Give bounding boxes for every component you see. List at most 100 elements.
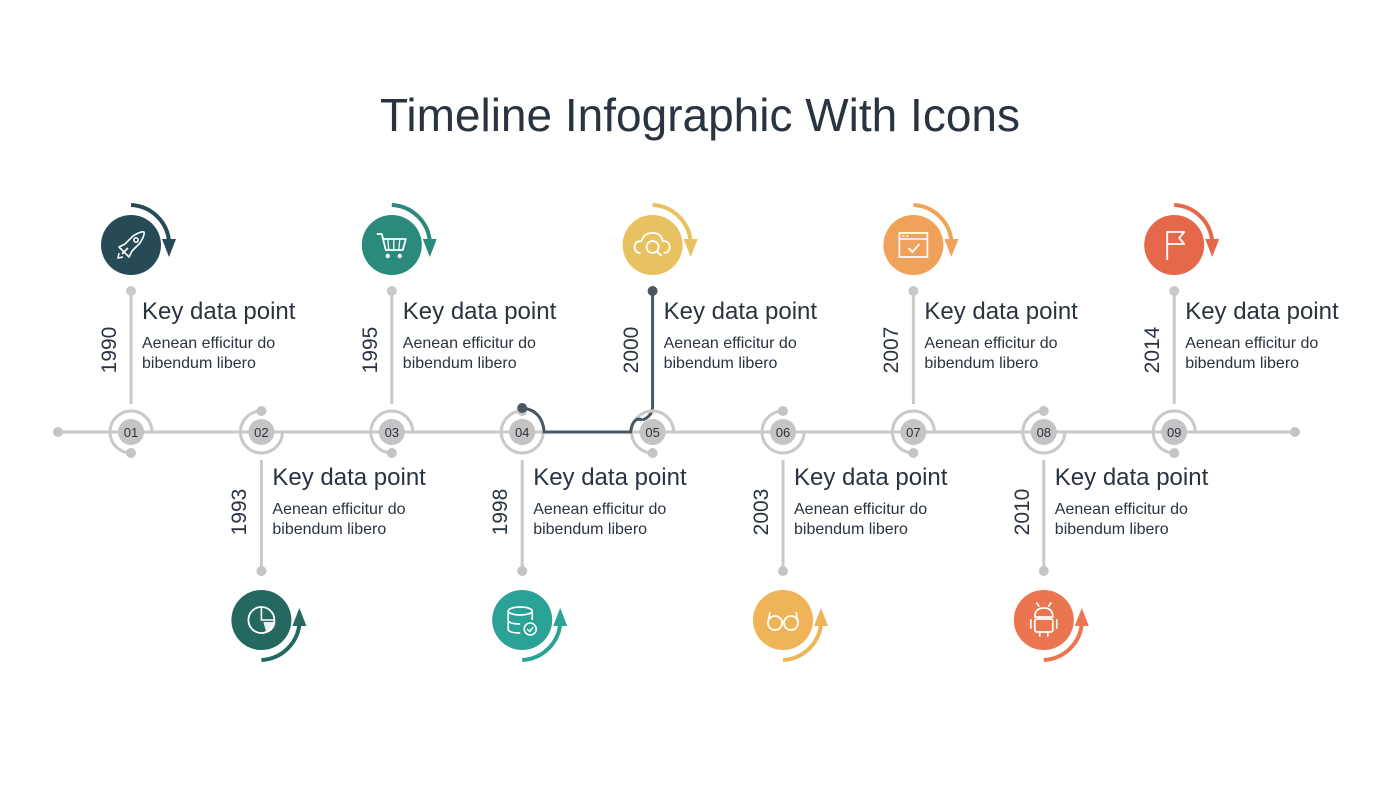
description-line-2: bibendum libero (663, 355, 778, 372)
description-line-2: bibendum libero (1054, 521, 1169, 538)
node-07 (900, 419, 927, 445)
milestone-heading: Key data point (142, 298, 296, 325)
milestone-01-icon-group (101, 203, 176, 275)
stem-end-dot (778, 566, 788, 576)
milestone-year: 2007 (880, 326, 904, 374)
browser-check-icon (898, 232, 929, 258)
database-check-icon (507, 606, 538, 636)
milestone-heading: Key data point (272, 464, 426, 491)
timeline-end-dot (1290, 427, 1300, 437)
milestone-heading: Key data point (924, 298, 1078, 325)
milestone-year: 1993 (228, 488, 252, 536)
milestone-heading: Key data point (1185, 298, 1339, 325)
node-09 (1161, 419, 1188, 445)
node-03 (378, 419, 405, 445)
description-line-2: bibendum libero (402, 355, 517, 372)
svg-text:05: 05 (645, 425, 659, 440)
stem-end-dot (256, 566, 267, 576)
milestone-description: Aenean efficitur do bibendum libero (794, 500, 994, 540)
description-line-2: bibendum libero (272, 521, 387, 538)
milestone-year: 2014 (1141, 326, 1165, 374)
description-line-1: Aenean efficitur do (533, 501, 667, 518)
node-number: 09 (1167, 425, 1181, 440)
milestone-03-icon-group (361, 203, 437, 275)
shopping-cart-icon (376, 233, 407, 259)
milestone-07-icon-group (883, 203, 959, 275)
highlight-segment (521, 406, 644, 434)
stem-end-dot (126, 286, 136, 296)
description-line-1: Aenean efficitur do (924, 335, 1058, 352)
android-icon (1029, 602, 1058, 637)
milestone-02-icon-group (231, 590, 307, 662)
description-line-2: bibendum libero (924, 355, 1039, 372)
milestone-description: Aenean efficitur do bibendum libero (1055, 500, 1255, 540)
milestone-description: Aenean efficitur do bibendum libero (924, 334, 1124, 374)
stem-end-dot (386, 286, 397, 296)
node-02 (248, 419, 275, 445)
rocket-icon (117, 231, 145, 259)
stem-end-dot (647, 286, 658, 296)
milestone-09-icon-group (1144, 203, 1220, 275)
milestone-05-icon-group (622, 203, 698, 275)
node-06 (770, 419, 796, 445)
stem-end-dot (517, 566, 528, 576)
node-number: 07 (906, 425, 920, 440)
milestone-heading: Key data point (402, 298, 557, 325)
stem-end-dot (1169, 286, 1180, 296)
description-line-2: bibendum libero (142, 355, 256, 372)
milestone-year: 1990 (98, 326, 121, 374)
cloud-search-icon (633, 232, 671, 257)
glasses-icon (767, 611, 799, 631)
node-number: 06 (776, 425, 790, 440)
description-line-1: Aenean efficitur do (402, 335, 536, 352)
milestone-heading: Key data point (533, 464, 687, 491)
node-08 (1030, 419, 1057, 445)
timeline-start-dot (53, 427, 63, 437)
node-number: 01 (124, 425, 138, 440)
node-number: 03 (385, 425, 399, 440)
milestone-description: Aenean efficitur do bibendum libero (533, 500, 733, 540)
description-line-1: Aenean efficitur do (794, 501, 928, 518)
milestone-06-icon-group (753, 590, 828, 662)
description-line-2: bibendum libero (533, 521, 648, 538)
milestone-04-icon-group (492, 590, 568, 662)
milestone-description: Aenean efficitur do bibendum libero (142, 334, 342, 374)
pie-chart-icon (247, 606, 276, 634)
stem-end-dot (1038, 566, 1049, 576)
stem-end-dot (908, 286, 919, 296)
flag-icon (1166, 231, 1186, 260)
milestone-year: 1995 (358, 326, 382, 374)
description-line-1: Aenean efficitur do (1054, 501, 1188, 518)
milestone-year: 2010 (1010, 488, 1034, 536)
milestone-heading: Key data point (794, 464, 948, 491)
description-line-2: bibendum libero (794, 521, 908, 538)
node-01 (118, 419, 144, 445)
milestone-heading: Key data point (1054, 464, 1209, 491)
milestone-description: Aenean efficitur do bibendum libero (403, 334, 603, 374)
page-title: Timeline Infographic With Icons (379, 89, 1020, 141)
milestone-year: 2000 (619, 326, 643, 374)
milestone-description: Aenean efficitur do bibendum libero (1185, 334, 1385, 374)
milestone-heading: Key data point (663, 298, 818, 325)
description-line-1: Aenean efficitur do (1185, 335, 1319, 352)
node-number: 08 (1037, 425, 1051, 440)
milestone-year: 2003 (750, 488, 773, 536)
description-line-2: bibendum libero (1185, 355, 1300, 372)
milestone-year: 1998 (489, 488, 513, 536)
milestone-08-icon-group (1013, 590, 1089, 662)
description-line-1: Aenean efficitur do (142, 335, 276, 352)
milestone-description: Aenean efficitur do bibendum libero (664, 334, 864, 374)
description-line-1: Aenean efficitur do (663, 335, 797, 352)
node-number: 02 (254, 425, 268, 440)
